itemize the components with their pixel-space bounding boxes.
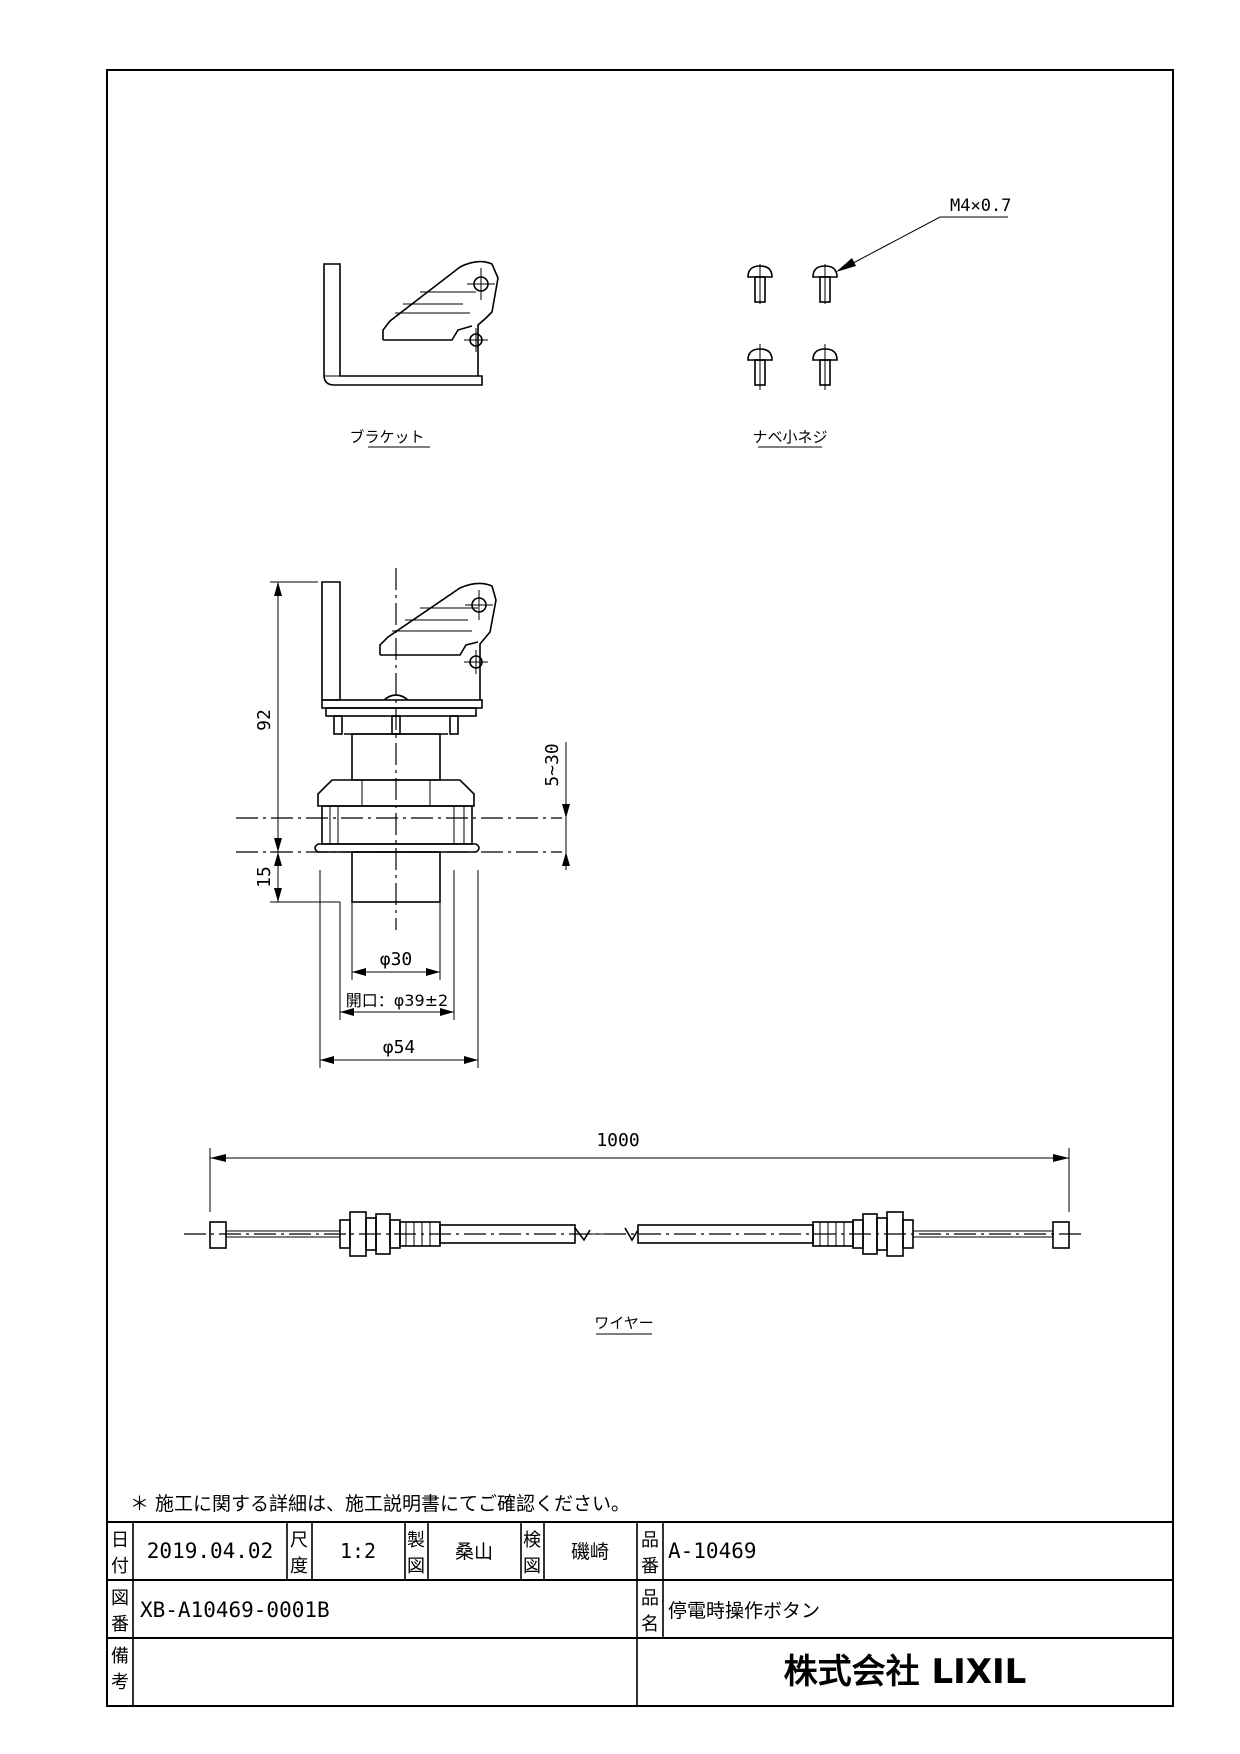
drawn-label-2: 図 <box>407 1556 425 1577</box>
bracket-view <box>323 260 499 386</box>
part-no-label-1: 品 <box>641 1530 659 1551</box>
wire-view <box>184 1148 1084 1257</box>
dim-d30: φ30 <box>380 949 413 970</box>
dim-wire-length: 1000 <box>596 1130 639 1151</box>
checked-value: 磯崎 <box>571 1541 609 1563</box>
date-label-2: 付 <box>111 1556 129 1577</box>
part-no-value: A-10469 <box>668 1539 757 1563</box>
construction-note: ＊ 施工に関する詳細は、施工説明書にてご確認ください。 <box>130 1493 630 1515</box>
part-name-value: 停電時操作ボタン <box>668 1600 820 1622</box>
company-name: 株式会社 LIXIL <box>784 1652 1027 1692</box>
drawing-no-label-1: 図 <box>111 1588 129 1609</box>
dim-below-panel-15: 15 <box>254 866 275 888</box>
wire-caption: ワイヤー <box>594 1314 654 1332</box>
checked-label-1: 検 <box>523 1530 541 1551</box>
part-name-label-1: 品 <box>641 1588 659 1609</box>
drawing-no-label-2: 番 <box>111 1614 129 1635</box>
drawn-label-1: 製 <box>407 1530 425 1551</box>
screw-1 <box>747 264 773 304</box>
scale-label-1: 尺 <box>290 1530 308 1551</box>
screw-4 <box>812 344 838 390</box>
drawn-value: 桑山 <box>455 1541 493 1563</box>
screw-3 <box>747 344 773 390</box>
scale-label-2: 度 <box>290 1556 308 1577</box>
drawing-frame <box>106 69 1174 1707</box>
screws-view <box>747 216 1008 390</box>
bracket-caption: ブラケット <box>349 428 424 446</box>
date-value: 2019.04.02 <box>147 1539 273 1563</box>
title-block <box>107 1521 1173 1706</box>
checked-label-2: 図 <box>523 1556 541 1577</box>
screw-caption: ナベ小ネジ <box>752 428 827 446</box>
date-label-1: 日 <box>111 1530 129 1551</box>
part-no-label-2: 番 <box>641 1556 659 1577</box>
screw-2 <box>812 264 838 304</box>
part-name-label-2: 名 <box>641 1614 659 1635</box>
dim-panel-range: 5~30 <box>542 743 563 786</box>
screw-spec-label: M4×0.7 <box>950 196 1011 216</box>
remarks-label-1: 備 <box>111 1646 129 1667</box>
assembly-view <box>236 568 570 1068</box>
scale-value: 1:2 <box>340 1539 376 1563</box>
dim-d54: φ54 <box>383 1037 416 1058</box>
remarks-label-2: 考 <box>111 1672 129 1693</box>
dim-height-92: 92 <box>254 709 275 731</box>
dim-hole: 開口：φ39±2 <box>346 991 449 1010</box>
drawing-no-value: XB-A10469-0001B <box>140 1598 330 1622</box>
